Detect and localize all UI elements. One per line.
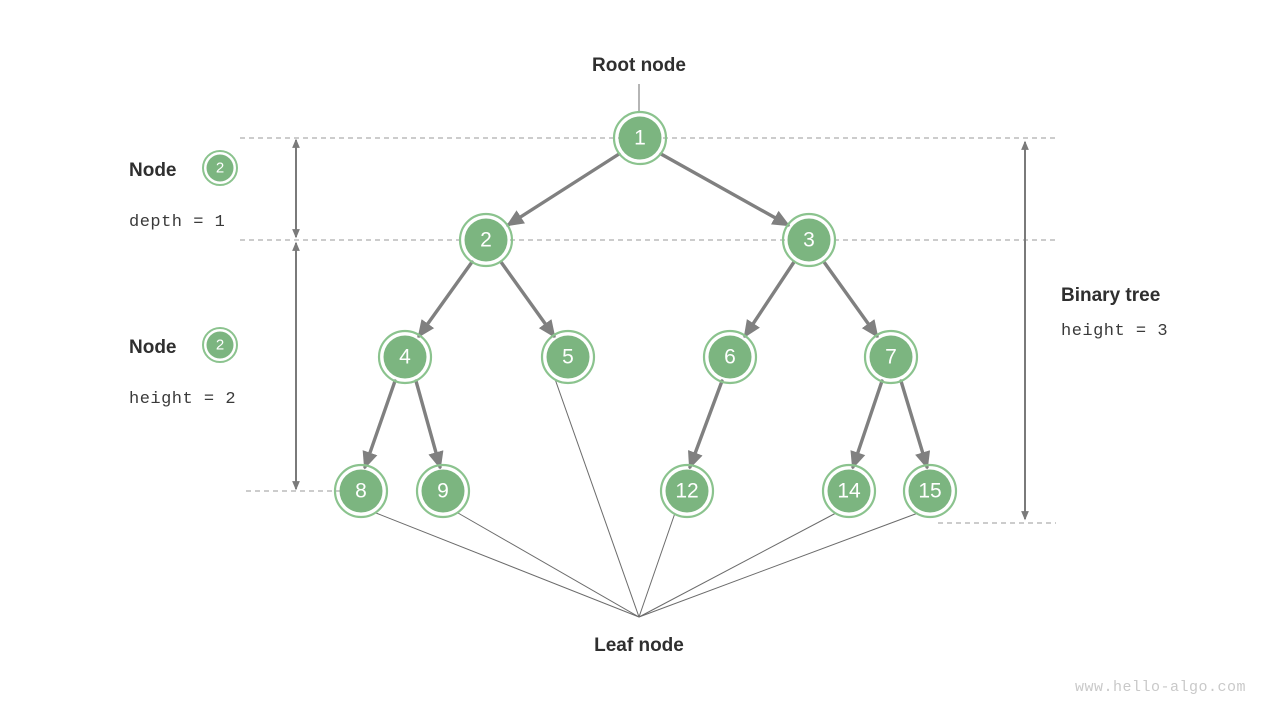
edge-6-12: [688, 379, 724, 470]
measurement-arrows: [292, 138, 1029, 521]
annotation-title: Node: [129, 160, 177, 181]
node-body: [665, 469, 709, 513]
edge-7-15: [899, 379, 931, 470]
node-body: [421, 469, 465, 513]
node-label: 1: [634, 127, 646, 150]
node-body: [618, 116, 662, 160]
tree-node-6[interactable]: 6: [702, 329, 758, 385]
edge-2-5: [499, 260, 556, 339]
tree-node-4[interactable]: 4: [377, 329, 433, 385]
node-body: [383, 335, 427, 379]
node-body: [708, 335, 752, 379]
node-ring: [659, 463, 715, 519]
node-ring: [902, 463, 958, 519]
badge-ring: [202, 327, 238, 363]
node-body: [787, 218, 831, 262]
tree-node-5[interactable]: 5: [540, 329, 596, 385]
node-body: [869, 335, 913, 379]
edge-1-3: [659, 152, 791, 227]
badge-body: [206, 331, 234, 359]
inline-node-badge: 2: [202, 150, 238, 186]
node-ring: [781, 212, 837, 268]
edge-3-7: [822, 260, 879, 339]
node-label: 2: [480, 229, 492, 252]
leaf-pointer-14: [638, 512, 837, 618]
annotation-detail: depth = 1: [129, 213, 225, 232]
tree-node-7[interactable]: 7: [863, 329, 919, 385]
edge-2-4: [417, 260, 474, 339]
badge-label: 2: [216, 337, 224, 354]
node-label: 8: [355, 480, 367, 503]
node-label: 4: [399, 346, 411, 369]
edge-7-14: [850, 379, 884, 470]
edge-4-9: [414, 379, 444, 470]
node-label: 15: [918, 480, 941, 503]
node-body: [339, 469, 383, 513]
watermark: www.hello-algo.com: [1075, 679, 1246, 696]
node-ring: [458, 212, 514, 268]
root-node-label: Root node: [592, 55, 686, 76]
edge-1-2: [505, 152, 621, 227]
tree-nodes: 1 2 3 4 5: [333, 110, 958, 519]
annotation-node-depth: Node 2 depth = 1: [129, 150, 238, 232]
tree-node-8[interactable]: 8: [333, 463, 389, 519]
node-body: [464, 218, 508, 262]
badge-body: [206, 154, 234, 182]
leaf-pointer-lines: [375, 378, 919, 618]
leaf-pointer-8: [375, 512, 640, 618]
edge-4-8: [362, 379, 397, 470]
tree-node-9[interactable]: 9: [415, 463, 471, 519]
node-label: 12: [675, 480, 698, 503]
node-ring: [333, 463, 389, 519]
tree-node-12[interactable]: 12: [659, 463, 715, 519]
badge-label: 2: [216, 160, 224, 177]
node-label: 9: [437, 480, 449, 503]
tree-node-2[interactable]: 2: [458, 212, 514, 268]
annotation-tree-height: Binary tree height = 3: [1061, 285, 1168, 341]
tree-edges: [362, 152, 931, 470]
annotation-detail: height = 3: [1061, 322, 1168, 341]
tree-node-3[interactable]: 3: [781, 212, 837, 268]
inline-node-badge: 2: [202, 327, 238, 363]
node-label: 5: [562, 346, 574, 369]
node-label: 7: [885, 346, 897, 369]
node-ring: [415, 463, 471, 519]
annotation-node-height: Node 2 height = 2: [129, 327, 238, 409]
leaf-pointer-9: [457, 512, 640, 618]
edge-3-6: [743, 260, 796, 339]
node-ring: [540, 329, 596, 385]
annotation-title: Binary tree: [1061, 285, 1160, 306]
annotation-title: Node: [129, 337, 177, 358]
node-body: [546, 335, 590, 379]
node-ring: [612, 110, 668, 166]
tree-node-1[interactable]: 1: [612, 110, 668, 166]
tree-node-14[interactable]: 14: [821, 463, 877, 519]
leaf-pointer-5: [554, 378, 640, 618]
node-label: 6: [724, 346, 736, 369]
node-ring: [702, 329, 758, 385]
leaf-pointer-12: [638, 512, 676, 618]
node-label: 14: [837, 480, 861, 503]
node-ring: [821, 463, 877, 519]
tree-node-15[interactable]: 15: [902, 463, 958, 519]
node-body: [908, 469, 952, 513]
leaf-pointer-15: [638, 512, 919, 618]
leaf-node-label: Leaf node: [594, 635, 684, 656]
node-label: 3: [803, 229, 815, 252]
node-ring: [377, 329, 433, 385]
annotation-detail: height = 2: [129, 390, 236, 409]
node-ring: [863, 329, 919, 385]
node-body: [827, 469, 871, 513]
badge-ring: [202, 150, 238, 186]
